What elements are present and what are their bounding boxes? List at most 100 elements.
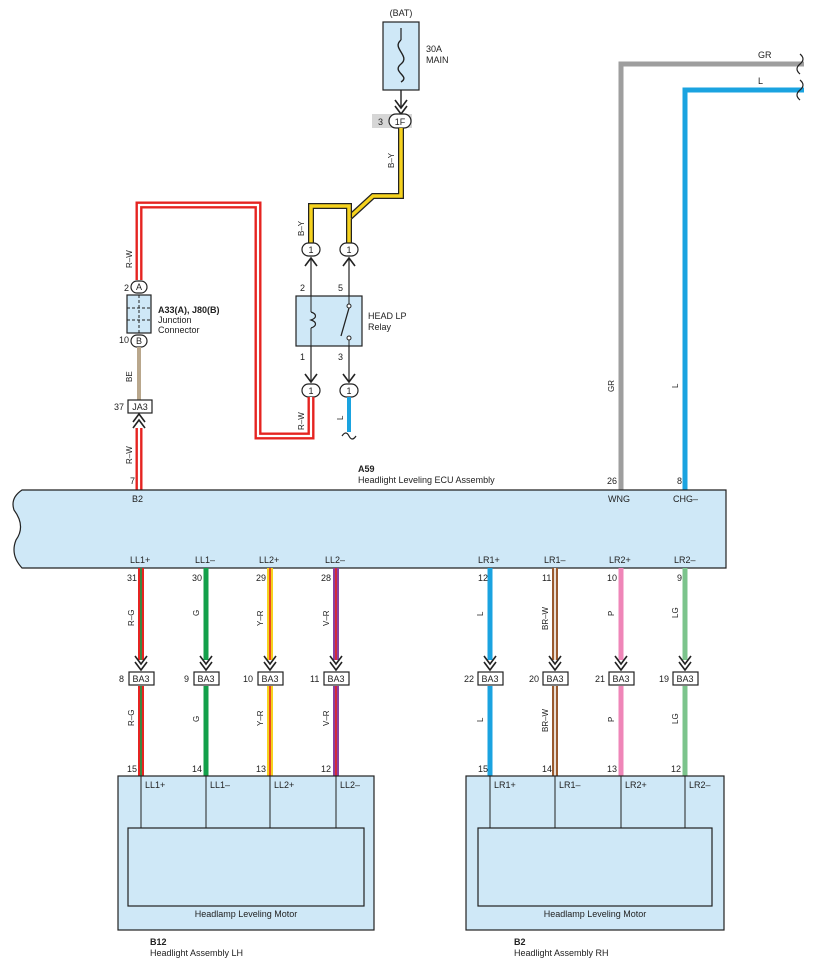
svg-text:R–W: R–W — [125, 446, 134, 464]
svg-text:R–W: R–W — [297, 412, 306, 430]
svg-text:R–G: R–G — [127, 710, 136, 726]
svg-text:BE: BE — [125, 371, 134, 382]
svg-text:LR2–: LR2– — [674, 555, 696, 565]
ba3-connector-lh-2: 9 BA3 — [184, 671, 220, 686]
svg-text:P: P — [607, 611, 616, 616]
svg-text:30: 30 — [192, 573, 202, 583]
motor-lh-id: B12 — [150, 937, 167, 947]
svg-text:19: 19 — [659, 674, 669, 684]
svg-text:2: 2 — [124, 283, 129, 293]
svg-text:V–R: V–R — [322, 610, 331, 626]
svg-text:LR1+: LR1+ — [494, 780, 516, 790]
svg-text:LG: LG — [671, 713, 680, 724]
ja3-connector — [127, 399, 153, 414]
svg-text:LR2+: LR2+ — [625, 780, 647, 790]
svg-text:CHG–: CHG– — [673, 494, 698, 504]
svg-text:LL2+: LL2+ — [259, 555, 279, 565]
svg-text:11: 11 — [310, 674, 319, 684]
svg-text:R–G: R–G — [127, 610, 136, 626]
svg-text:LR1–: LR1– — [559, 780, 581, 790]
svg-text:7: 7 — [130, 476, 135, 486]
motor-lh-pin-numbers: 15 14 13 12 — [127, 764, 331, 774]
ba3-connector-arrows — [134, 655, 692, 672]
svg-text:13: 13 — [256, 764, 266, 774]
svg-text:1: 1 — [300, 352, 305, 362]
svg-text:14: 14 — [542, 764, 552, 774]
svg-text:BA3: BA3 — [261, 674, 278, 684]
svg-text:JA3: JA3 — [132, 402, 148, 412]
svg-text:BA3: BA3 — [612, 674, 629, 684]
svg-text:10: 10 — [607, 573, 617, 583]
ecu-bottom-pin-numbers: 31 30 29 28 12 11 10 9 — [127, 573, 682, 583]
motor-lh-assembly: Headlight Assembly LH — [150, 948, 243, 958]
svg-text:31: 31 — [127, 573, 137, 583]
motor-rh-id: B2 — [514, 937, 526, 947]
svg-text:9: 9 — [677, 573, 682, 583]
svg-text:LL2+: LL2+ — [274, 780, 294, 790]
svg-text:20: 20 — [529, 674, 539, 684]
svg-text:L: L — [476, 717, 485, 722]
svg-text:12: 12 — [671, 764, 681, 774]
svg-text:L: L — [476, 611, 485, 616]
motor-rh-pin-numbers: 15 14 13 12 — [478, 764, 681, 774]
svg-text:Y–R: Y–R — [256, 610, 265, 626]
fuse-connector-pin: 3 — [378, 117, 383, 127]
svg-text:BA3: BA3 — [481, 674, 498, 684]
fuse-source-label: (BAT) — [390, 8, 413, 18]
svg-text:2: 2 — [300, 283, 305, 293]
svg-text:R–W: R–W — [125, 250, 134, 268]
svg-text:8: 8 — [119, 674, 124, 684]
wire-l — [682, 87, 804, 490]
svg-text:LG: LG — [671, 607, 680, 618]
svg-text:21: 21 — [595, 674, 605, 684]
svg-text:12: 12 — [478, 573, 488, 583]
ecu-name: Headlight Leveling ECU Assembly — [358, 475, 495, 485]
svg-text:P: P — [607, 717, 616, 722]
svg-text:10: 10 — [243, 674, 253, 684]
svg-text:GR: GR — [607, 380, 616, 392]
svg-text:15: 15 — [127, 764, 137, 774]
svg-text:BA3: BA3 — [132, 674, 149, 684]
svg-text:A: A — [136, 282, 142, 292]
svg-text:1: 1 — [308, 245, 313, 255]
svg-text:LL2–: LL2– — [325, 555, 345, 565]
relay-switch-icon — [340, 307, 350, 337]
wire-r-w — [135, 201, 315, 440]
svg-text:LR1–: LR1– — [544, 555, 566, 565]
svg-text:G: G — [192, 610, 201, 616]
wire-b-y — [308, 128, 404, 244]
ba3-connector-lh-4: 11 BA3 — [310, 671, 350, 686]
svg-text:LR1+: LR1+ — [478, 555, 500, 565]
relay-conn-top-right — [339, 242, 359, 257]
motor-rh-title: Headlamp Leveling Motor — [544, 909, 647, 919]
relay-coil-icon — [309, 311, 317, 329]
fuse-connector-id: 1F — [395, 117, 406, 127]
relay-name: HEAD LP — [368, 311, 407, 321]
svg-text:22: 22 — [464, 674, 474, 684]
svg-text:LR2–: LR2– — [689, 780, 711, 790]
svg-text:26: 26 — [607, 476, 617, 486]
svg-text:B: B — [136, 336, 142, 346]
svg-text:37: 37 — [114, 402, 124, 412]
junction-id: A33(A), J80(B) — [158, 305, 220, 315]
motor-rh-pin-labels: LR1+ LR1– LR2+ LR2– — [494, 780, 711, 790]
svg-text:L: L — [336, 415, 345, 420]
svg-text:LL2–: LL2– — [340, 780, 360, 790]
svg-text:11: 11 — [542, 573, 551, 583]
svg-text:LL1–: LL1– — [195, 555, 215, 565]
svg-text:1: 1 — [308, 386, 313, 396]
wire-label-b-y-left: B–Y — [297, 220, 306, 236]
svg-text:12: 12 — [321, 764, 331, 774]
ba3-connector-lh-3: 10 BA3 — [243, 671, 284, 686]
svg-text:L: L — [671, 383, 680, 388]
svg-text:Junction: Junction — [158, 315, 192, 325]
svg-text:1: 1 — [346, 386, 351, 396]
svg-text:GR: GR — [758, 50, 772, 60]
svg-text:13: 13 — [607, 764, 617, 774]
svg-text:5: 5 — [338, 283, 343, 293]
svg-text:B2: B2 — [132, 494, 143, 504]
svg-text:L: L — [758, 76, 763, 86]
motor-lh-inner — [127, 827, 365, 907]
svg-text:BR–W: BR–W — [541, 606, 550, 630]
svg-text:10: 10 — [119, 335, 129, 345]
